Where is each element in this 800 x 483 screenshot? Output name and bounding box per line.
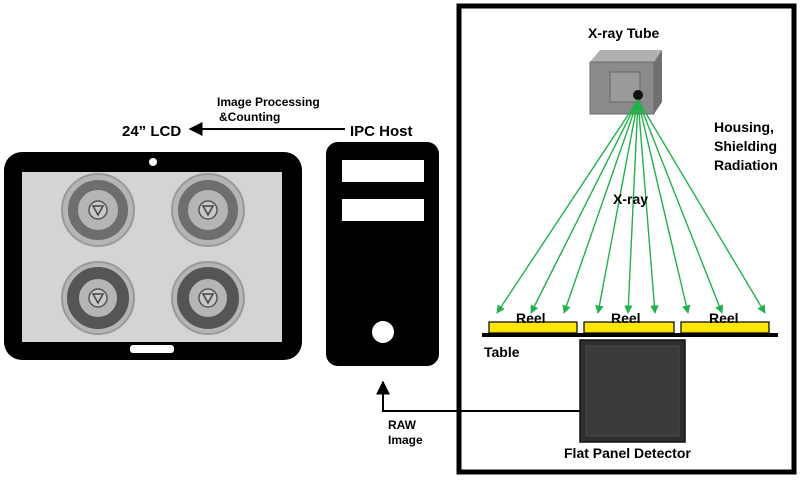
xray-label: X-ray: [613, 191, 648, 207]
housing-frame: [456, 3, 797, 475]
ipc-host: [326, 142, 439, 366]
beam-4: [595, 99, 639, 314]
beam-8: [637, 99, 724, 314]
beam-1: [496, 99, 639, 314]
beam-6: [637, 99, 659, 314]
tube-top: [590, 50, 662, 62]
processing-label-line1: Image Processing: [217, 95, 320, 109]
table-surface: [482, 333, 778, 337]
beam-2: [530, 99, 639, 314]
detector-label: Flat Panel Detector: [564, 445, 691, 461]
housing-label-line2: Shielding: [714, 138, 777, 154]
lcd-label: 24” LCD: [122, 123, 181, 140]
flat-panel-detector: [579, 339, 686, 443]
lcd-screen: [22, 172, 282, 342]
housing-label-line3: Radiation: [714, 157, 778, 173]
raw-label-line1: RAW: [388, 418, 417, 432]
reel-label-3: Reel: [709, 310, 739, 326]
xray-tube: [589, 50, 662, 115]
drive-bay-1: [342, 160, 424, 182]
xray-reel-image-4: [171, 261, 245, 335]
beam-9: [637, 99, 766, 314]
processing-label-line2: &Counting: [219, 110, 280, 124]
beam-7: [637, 99, 691, 314]
raw-label-line2: Image: [388, 433, 423, 447]
xray-beams: [496, 99, 766, 314]
detector-surface: [585, 345, 680, 437]
beam-5: [624, 99, 639, 314]
ipc-host-label: IPC Host: [350, 123, 413, 140]
tube-side: [654, 50, 662, 114]
pc-tower-icon: [326, 142, 439, 366]
raw-image-arrow: [376, 380, 580, 412]
home-button: [130, 345, 174, 353]
xray-reel-image-3: [61, 261, 135, 335]
table-label: Table: [484, 344, 520, 360]
reel-label-2: Reel: [611, 310, 641, 326]
tube-aperture: [633, 90, 643, 100]
drive-bay-2: [342, 199, 424, 221]
beam-3: [562, 99, 639, 314]
housing-label-line1: Housing,: [714, 119, 774, 135]
power-button-icon: [372, 321, 394, 343]
xray-tube-label: X-ray Tube: [588, 25, 660, 41]
reel-label-1: Reel: [516, 310, 546, 326]
xray-reel-image-2: [171, 173, 245, 247]
xray-reel-image-1: [61, 173, 135, 247]
lcd-monitor: [4, 152, 302, 360]
camera-dot: [149, 158, 157, 166]
